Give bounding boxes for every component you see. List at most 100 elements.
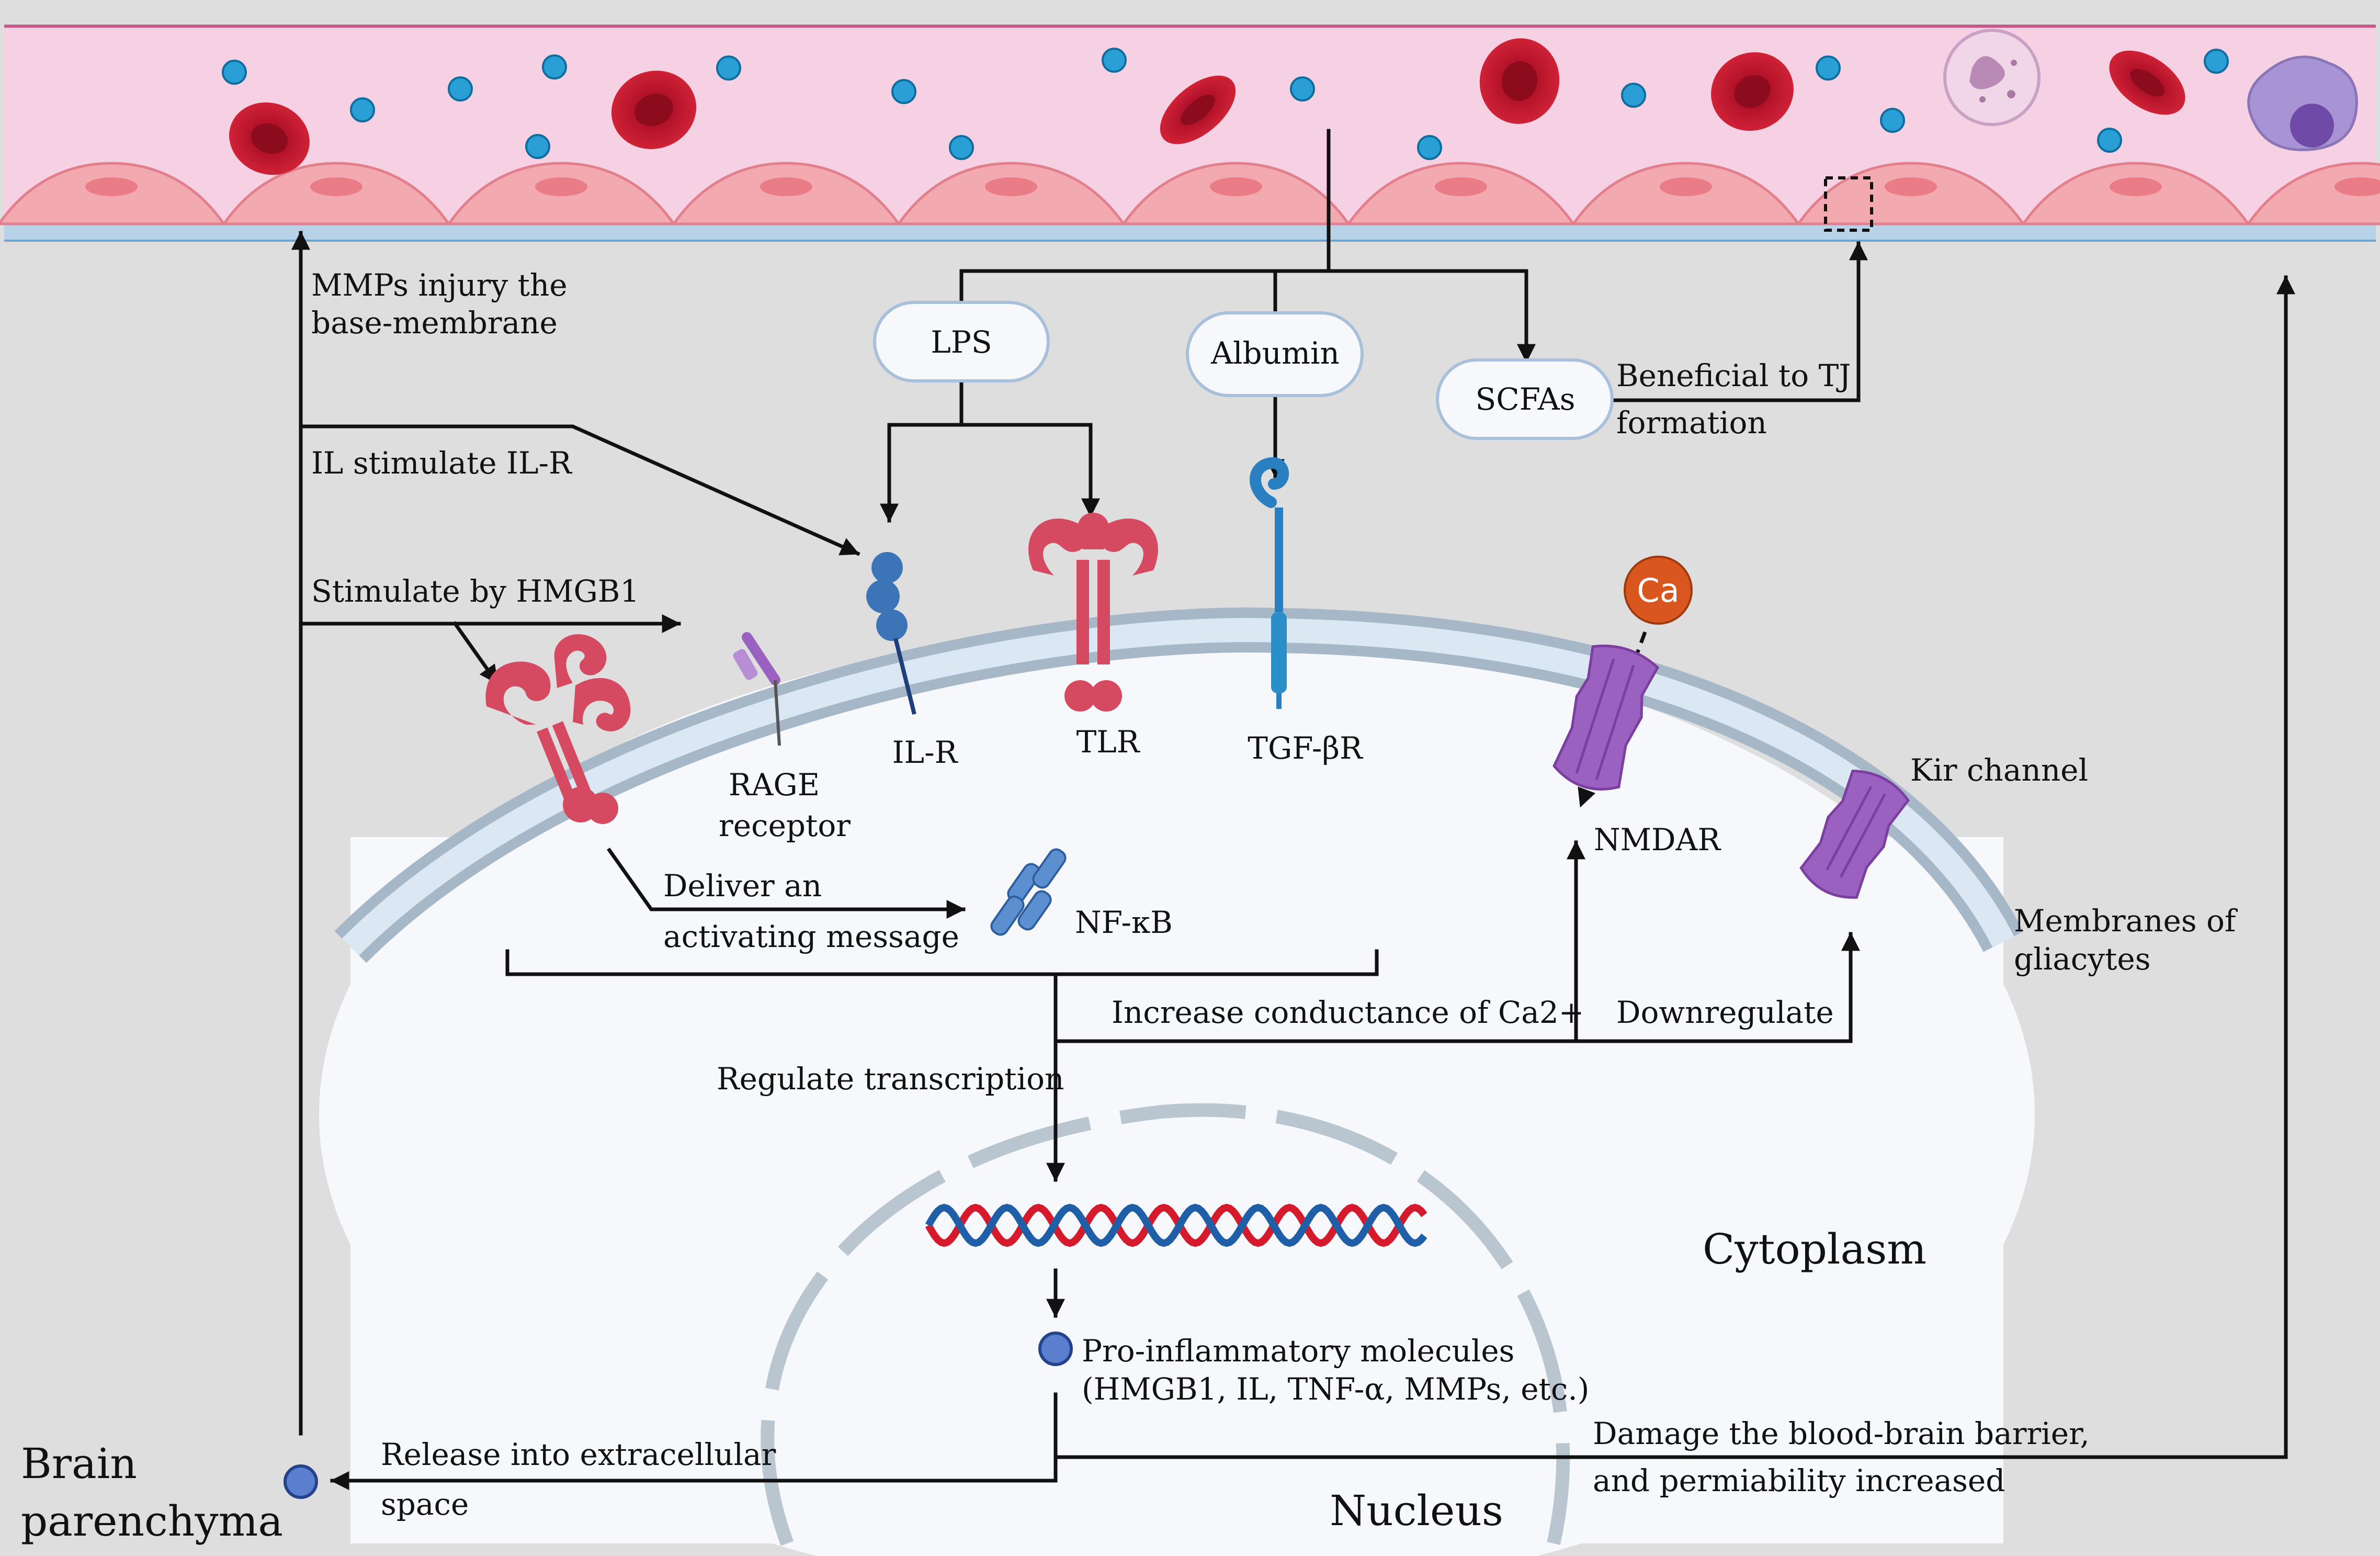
lps-label: LPS [931,324,992,360]
dna-strand-red [925,1203,1427,1247]
albumin-label: Albumin [1210,335,1340,371]
small-molecules [222,48,2229,160]
red-blood-cell [1479,38,1560,124]
endothelial-nucleus [310,177,362,196]
scfas-label: SCFAs [1476,381,1576,417]
small-molecule [350,97,375,122]
red-blood-cell [611,71,697,149]
increase-ca-label: Increase conductance of Ca2+ [1112,995,1584,1030]
ca-ion: Ca [1624,556,1693,625]
beneficial-label-line1: Beneficial to TJ [1616,358,1851,393]
small-molecule [222,60,247,85]
endothelial-nucleus [535,177,587,196]
scfas-pill: SCFAs [1436,358,1614,440]
nf-kb-label: NF-κB [1075,905,1173,940]
red-blood-cells [229,38,2185,175]
labels: MMPs injury the base-membrane IL stimula… [21,267,2238,1546]
beneficial-label-line2: formation [1616,405,1767,441]
kir-label: Kir channel [1910,752,2088,788]
rage-label-line2: receptor [719,808,851,843]
hmgb1-receptor-icon [485,634,631,824]
endothelial-nucleus [1210,177,1262,196]
small-molecule [1880,108,1905,133]
endothelial-nucleus [2334,177,2380,196]
endothelial-nucleus [1435,177,1487,196]
connector [607,848,966,919]
nmdar-channel-icon [1552,645,1660,791]
small-molecule [2097,128,2122,153]
small-molecule [1621,83,1646,108]
endothelial-nucleus [85,177,138,196]
brain-parenchyma-label-line2: parenchyma [21,1497,283,1546]
pro-inflammatory-label-line1: Pro-inflammatory molecules [1082,1333,1514,1369]
pro-inflammatory-molecule-icon [1038,1332,1073,1366]
nucleus [761,1103,1570,1546]
small-molecule [1102,48,1127,73]
nmdar-label: NMDAR [1594,822,1722,858]
small-molecule [2204,49,2229,74]
deliver-label-line2: activating message [663,919,959,954]
tgf-br-receptor-icon [1250,457,1289,709]
pro-inflammatory-label-line2: (HMGB1, IL, TNF-α, MMPs, etc.) [1082,1371,1589,1407]
lps-pill: LPS [873,301,1050,382]
nf-kb-icon [990,848,1067,936]
bracket [505,949,1379,976]
red-blood-cell [1711,52,1794,131]
deliver-label-line1: Deliver an [663,868,822,904]
kir-channel-icon [1799,769,1910,899]
endothelial-nucleus [985,177,1037,196]
neutrophil [1943,29,2041,126]
small-molecule [949,135,974,160]
nuclear-envelope [761,1103,1570,1546]
endothelial-nucleus [1660,177,1712,196]
small-molecule [1816,55,1841,81]
dna-strand-blue [925,1203,1427,1247]
rage-label-line1: RAGE [729,767,820,803]
endothelial-nucleus [1885,177,1937,196]
small-molecule [542,54,567,80]
endothelial-nucleus [760,177,812,196]
dna-icon [925,1203,1427,1247]
released-molecule-icon [284,1464,318,1499]
red-blood-cell [2109,50,2185,115]
membranes-label-line2: gliacytes [2014,941,2150,977]
macrophage [2247,55,2358,151]
small-molecule [1417,135,1442,160]
connector [1612,241,1868,402]
brain-parenchyma-label-line1: Brain [21,1439,137,1488]
endothelial-layer [0,162,2380,225]
small-molecule [1290,76,1315,102]
il-r-label: IL-R [892,735,959,770]
il-r-receptor-icon [866,552,916,715]
ca-label: Ca [1637,571,1679,610]
endothelial-nucleus [2110,177,2162,196]
tlr-label: TLR [1076,724,1141,760]
damage-label-line2: and permiability increased [1593,1463,2005,1498]
glial-cell-body-cap [319,628,2035,1556]
albumin-pill: Albumin [1186,311,1364,397]
release-label-line2: space [381,1486,469,1522]
white-blood-cells [1943,29,2358,151]
nucleus-label: Nucleus [1330,1486,1503,1535]
glial-cell [319,607,2035,1556]
regulate-label: Regulate transcription [717,1061,1064,1097]
downregulate-label: Downregulate [1616,995,1834,1030]
membranes-label-line1: Membranes of [2014,903,2238,939]
rage-receptor-icon [733,632,781,746]
release-label-line1: Release into extracellular [381,1437,776,1472]
il-stimulate-label: IL stimulate IL-R [311,445,573,481]
tlr-receptor-icon [1028,513,1158,712]
small-molecule [448,76,473,102]
red-blood-cell [229,102,310,175]
connector [299,424,860,556]
small-molecule [716,55,741,81]
tight-junction-box [1824,176,1873,232]
basement-membrane [4,224,2376,241]
mmps-label-line1: MMPs injury the [311,267,568,303]
cytoplasm-label: Cytoplasm [1703,1225,1926,1273]
red-blood-cell [1160,75,1236,144]
small-molecule [525,134,550,159]
connector [330,1392,1058,1490]
mmps-label-line2: base-membrane [311,305,558,341]
